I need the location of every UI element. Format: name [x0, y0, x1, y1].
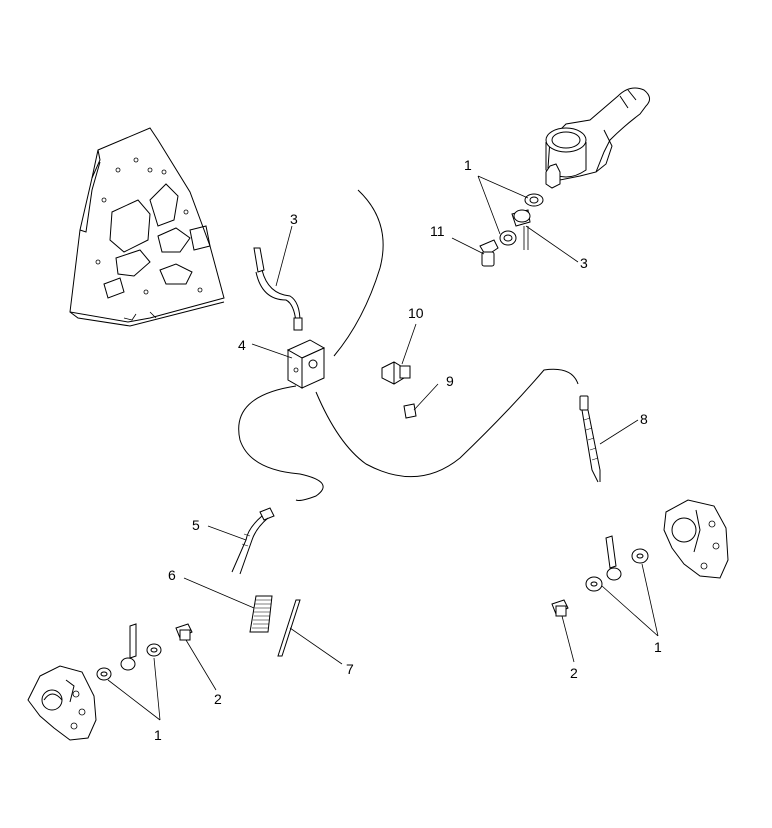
fittings-center	[381, 361, 417, 419]
caliper-left	[27, 623, 193, 741]
brake-hose-left	[231, 507, 275, 575]
callout-1-top: 1	[464, 157, 472, 173]
frame-plate	[69, 127, 225, 327]
callout-6: 6	[168, 567, 176, 583]
upper-hardware	[479, 193, 544, 267]
brake-lines	[238, 189, 579, 501]
callout-labels: 1 11 3 3 4 10 9 8 5 6 7 2 1 1 2	[154, 157, 662, 743]
leader-lines	[107, 175, 659, 721]
distribution-block	[286, 339, 326, 389]
callout-8: 8	[640, 411, 648, 427]
caliper-right	[551, 499, 729, 617]
brake-hose-right	[579, 395, 601, 483]
callout-2-right: 2	[570, 665, 578, 681]
callout-1-left: 1	[154, 727, 162, 743]
brake-hose-short	[253, 247, 303, 331]
callout-4: 4	[238, 337, 246, 353]
callout-2-left: 2	[214, 691, 222, 707]
callout-3-top-right: 3	[580, 255, 588, 271]
callout-5: 5	[192, 517, 200, 533]
master-cylinder	[545, 87, 650, 189]
callout-1-right: 1	[654, 639, 662, 655]
callout-3-left: 3	[290, 211, 298, 227]
callout-9: 9	[446, 373, 454, 389]
callout-10: 10	[408, 305, 424, 321]
callout-7: 7	[346, 661, 354, 677]
callout-11: 11	[430, 223, 445, 239]
spring-and-rod	[249, 595, 301, 657]
